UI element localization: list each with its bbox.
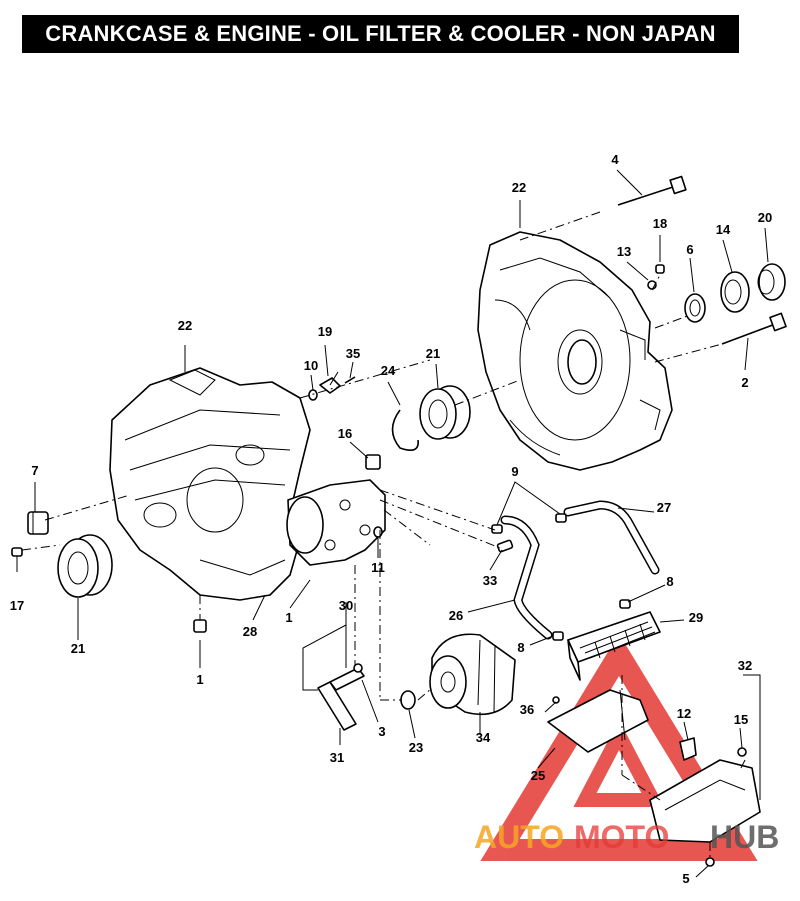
callout-6: 6	[686, 242, 693, 257]
o-ring-10	[308, 389, 318, 401]
callout-8-lower: 8	[517, 640, 524, 655]
callout-25: 25	[531, 768, 545, 783]
callout-1-bottom: 1	[196, 672, 203, 687]
callout-1-pump: 1	[285, 610, 292, 625]
hose-26	[500, 515, 553, 640]
callout-21-right: 21	[426, 346, 440, 361]
callout-14: 14	[716, 222, 731, 237]
right-crankcase-half	[477, 231, 673, 471]
diagram-title: CRANKCASE & ENGINE - OIL FILTER & COOLER…	[22, 15, 739, 53]
watermark-triangle	[480, 633, 758, 861]
watermark-logo: AUTO MOTO HUB	[474, 819, 779, 855]
callout-23: 23	[409, 740, 423, 755]
fitting-33	[496, 539, 514, 553]
left-crankcase-half	[109, 367, 311, 601]
links-30-31	[317, 663, 365, 731]
callout-12: 12	[677, 706, 691, 721]
callout-32: 32	[738, 658, 752, 673]
callout-31: 31	[330, 750, 344, 765]
callout-34: 34	[476, 730, 491, 745]
callout-17: 17	[10, 598, 24, 613]
bolt-4	[617, 175, 687, 206]
bushing-20	[757, 263, 786, 301]
callout-7: 7	[31, 463, 38, 478]
filter-adapter-23	[400, 690, 416, 710]
dowel-pin-17	[11, 547, 23, 557]
callout-2: 2	[741, 375, 748, 390]
bearing-7	[27, 511, 49, 535]
seal-6	[684, 293, 706, 323]
sender-19	[319, 371, 341, 394]
callout-26: 26	[449, 608, 463, 623]
plug-1-bottom	[193, 619, 207, 633]
callout-21-left: 21	[71, 641, 85, 656]
oil-filter-34	[429, 633, 516, 716]
watermark-hub: HUB	[710, 819, 779, 855]
retaining-ring-24	[391, 409, 419, 451]
callout-9: 9	[511, 464, 518, 479]
leader-lines	[16, 169, 769, 878]
callout-13: 13	[617, 244, 631, 259]
callout-11: 11	[371, 560, 385, 575]
callout-5: 5	[682, 871, 689, 886]
oring-11	[373, 526, 383, 538]
watermark-auto: AUTO	[474, 819, 564, 855]
hose-27	[563, 500, 660, 575]
oil-pump-housing	[286, 479, 386, 566]
callout-20: 20	[758, 210, 772, 225]
callout-10: 10	[304, 358, 318, 373]
bolt-2	[721, 312, 787, 345]
callout-19: 19	[318, 324, 332, 339]
bearing-21-left	[57, 534, 113, 598]
callout-15: 15	[734, 712, 748, 727]
cooler-cover-32	[649, 737, 761, 867]
callout-22-left: 22	[178, 318, 192, 333]
callout-27: 27	[657, 500, 671, 515]
callout-8-upper: 8	[666, 574, 673, 589]
callout-29: 29	[689, 610, 703, 625]
callout-labels: 1 1 2 3 4 5 6 7 8 8 9 10 11 12 13 14 15 …	[10, 152, 772, 886]
clamp-9b	[555, 513, 567, 523]
clamp-8a	[619, 599, 631, 609]
callout-24: 24	[381, 363, 396, 378]
callout-22-right: 22	[512, 180, 526, 195]
assembly-lines	[21, 211, 746, 860]
bearing-21-right	[419, 385, 471, 440]
plug-18	[655, 264, 665, 274]
callout-16: 16	[338, 426, 352, 441]
oil-cooler-29	[567, 611, 661, 681]
callout-36: 36	[520, 702, 534, 717]
callout-35: 35	[346, 346, 360, 361]
callout-4: 4	[611, 152, 619, 167]
callout-33: 33	[483, 573, 497, 588]
callout-28: 28	[243, 624, 257, 639]
callout-3: 3	[378, 724, 385, 739]
callout-30: 30	[339, 598, 353, 613]
bearing-14	[720, 271, 750, 313]
clamp-8b	[552, 631, 564, 641]
watermark-moto: MOTO	[574, 819, 669, 855]
screw-35	[344, 376, 356, 384]
callout-18: 18	[653, 216, 667, 231]
dowel-16	[365, 454, 381, 470]
